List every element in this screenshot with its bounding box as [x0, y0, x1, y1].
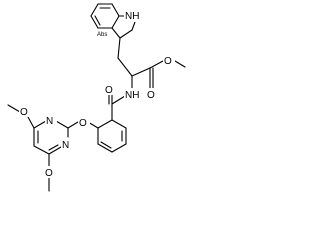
bond	[131, 21, 136, 31]
bond	[55, 120, 69, 129]
bond	[111, 95, 126, 105]
chemical-structure-diagram: NH Abs O O NH O O N N O O	[7, 3, 186, 192]
pyrimidine-n-top-label: N	[46, 116, 53, 127]
bond	[97, 143, 113, 153]
bond	[7, 104, 21, 113]
bond	[48, 144, 59, 151]
bonds	[7, 3, 186, 192]
ester-ether-oxygen-label: O	[164, 56, 172, 67]
bond	[111, 15, 120, 29]
bond	[111, 3, 120, 17]
bond	[94, 15, 101, 26]
aryl-ether-oxygen-label: O	[79, 118, 87, 129]
bond	[100, 141, 112, 149]
bond	[97, 119, 113, 129]
atom-labels: NH Abs O O NH O O N N O O	[19, 10, 175, 179]
bond	[33, 120, 47, 129]
methoxy-oxygen-top-label: O	[20, 107, 28, 118]
amide-oxygen-label: O	[105, 85, 113, 96]
pyrimidine-n-bottom-label: N	[62, 140, 69, 151]
bond	[131, 67, 151, 77]
bond	[33, 145, 50, 155]
indole-nh-label: NH	[125, 11, 139, 22]
bond	[111, 119, 127, 129]
bond	[27, 116, 35, 129]
bond	[117, 57, 133, 77]
bond	[149, 60, 164, 69]
bond	[111, 27, 121, 39]
bond	[174, 60, 186, 68]
methoxy-oxygen-bottom-label: O	[45, 168, 53, 179]
bond	[90, 3, 99, 17]
bond	[67, 121, 79, 129]
bond	[90, 15, 99, 29]
indole-aromatic-ring-label: Abs	[97, 32, 107, 38]
bond	[111, 143, 127, 153]
bond	[117, 37, 121, 59]
amide-nh-label: NH	[125, 90, 139, 101]
bond	[119, 29, 133, 39]
ester-carbonyl-oxygen-label: O	[147, 90, 155, 101]
bond	[48, 146, 62, 155]
